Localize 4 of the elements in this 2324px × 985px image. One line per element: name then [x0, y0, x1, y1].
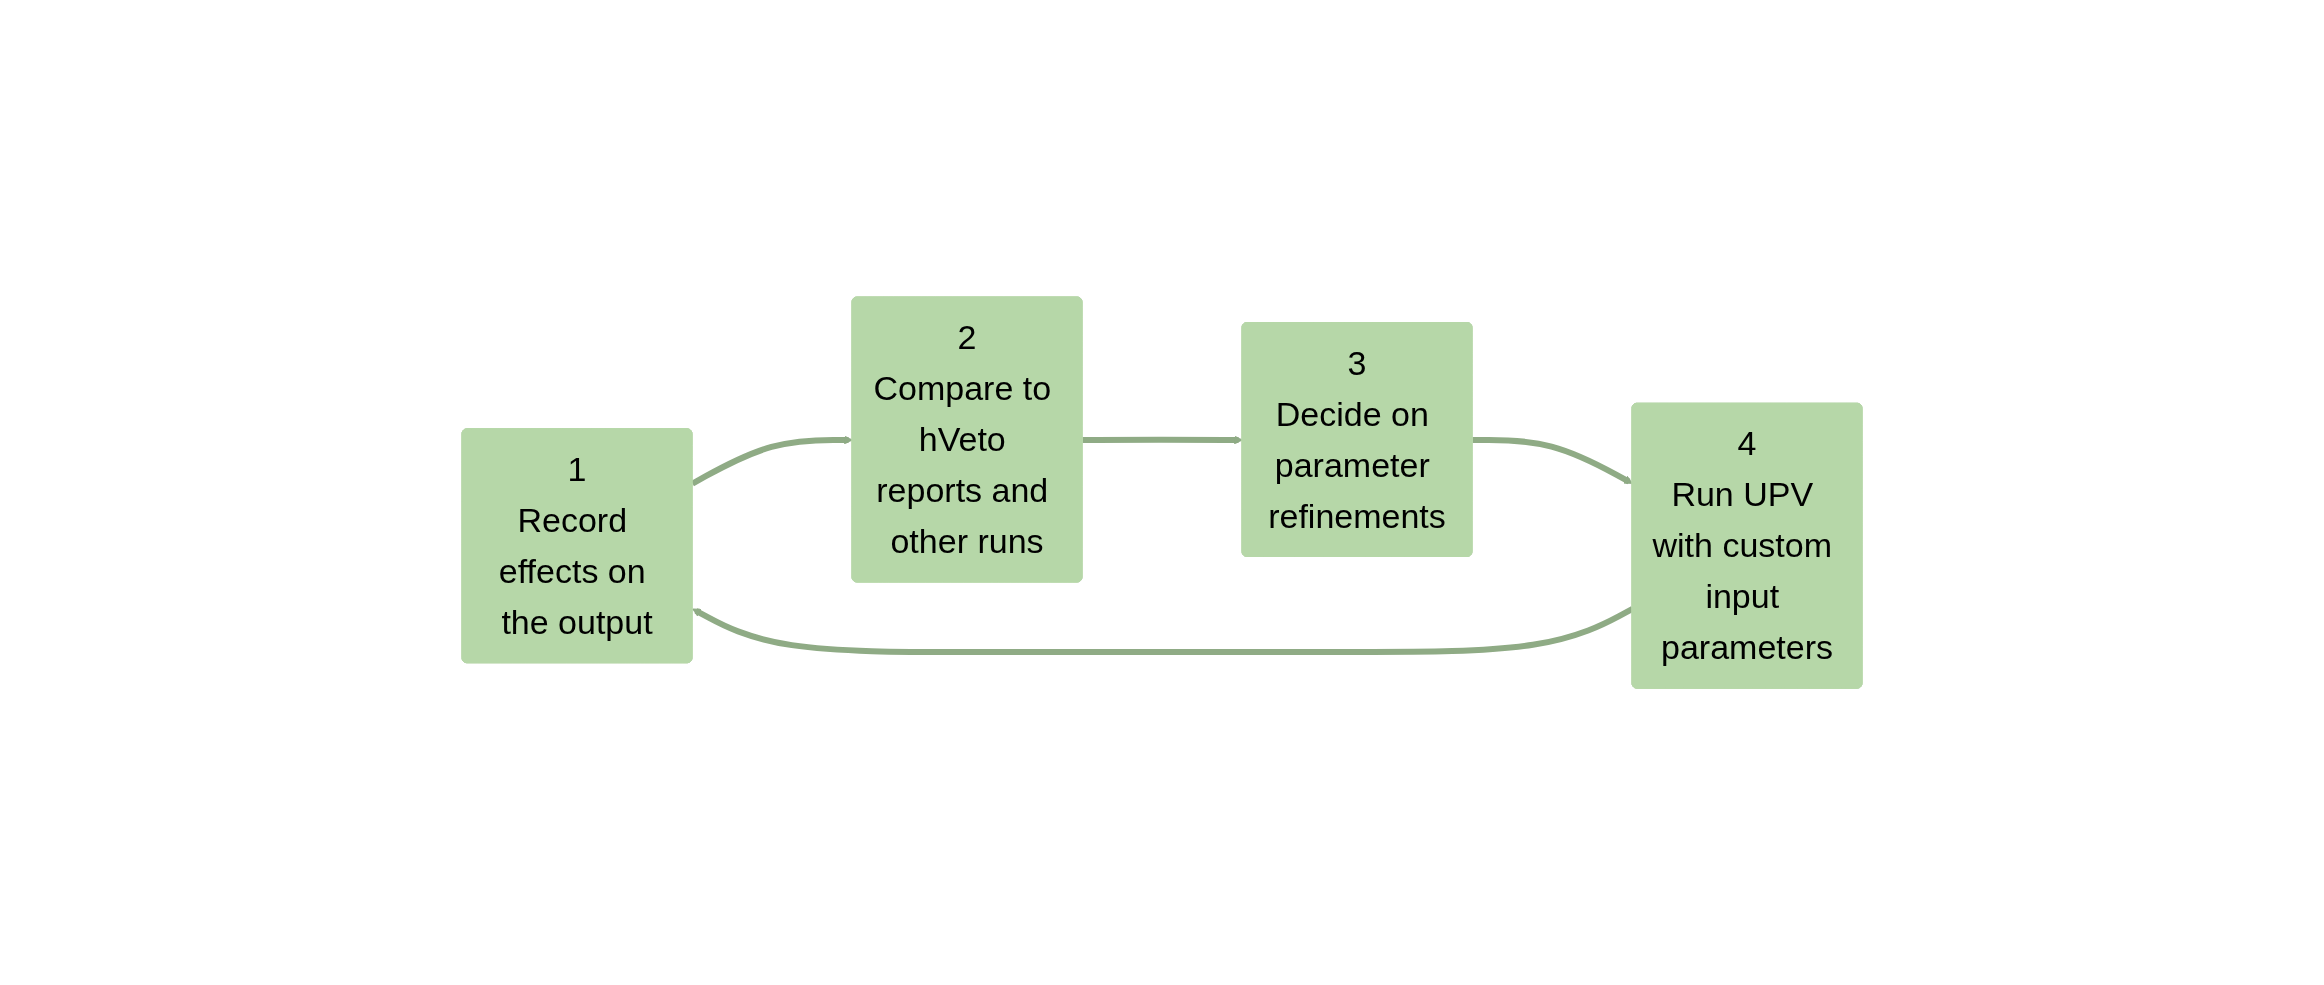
arrow: [1472, 436, 1633, 485]
arrow: [691, 435, 853, 487]
arrow: [692, 606, 1634, 655]
arrow: [1082, 435, 1243, 445]
